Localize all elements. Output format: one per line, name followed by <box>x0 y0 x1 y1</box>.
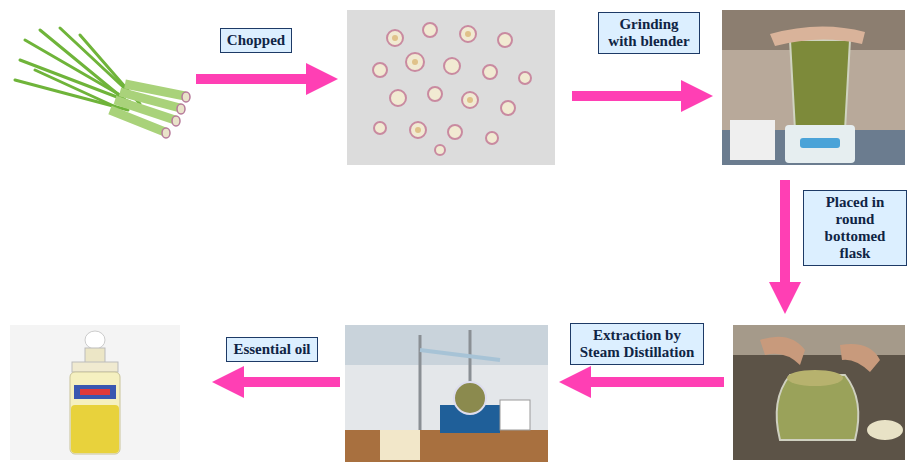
blender-photo <box>722 10 905 165</box>
step-label-box: Chopped <box>220 28 292 53</box>
process-arrow <box>196 79 785 382</box>
flask-filling-photo <box>733 325 905 460</box>
lemongrass-photo <box>10 22 190 140</box>
step-label-box: Essential oil <box>226 337 317 362</box>
step-label-text: Chopped <box>227 32 285 49</box>
step-label-text: Grinding with blender <box>605 16 693 50</box>
step-label-text: Placed in round bottomed flask <box>810 194 900 262</box>
chopped-lemongrass-photo <box>347 10 555 165</box>
step-label-box: Placed in round bottomed flask <box>803 190 907 266</box>
step-label-box: Extraction by Steam Distillation <box>570 323 704 365</box>
step-label-box: Grinding with blender <box>598 12 700 54</box>
essential-oil-photo <box>10 325 180 460</box>
step-label-text: Essential oil <box>233 341 310 358</box>
distillation-setup-photo <box>345 325 548 462</box>
step-label-text: Extraction by Steam Distillation <box>577 327 697 361</box>
